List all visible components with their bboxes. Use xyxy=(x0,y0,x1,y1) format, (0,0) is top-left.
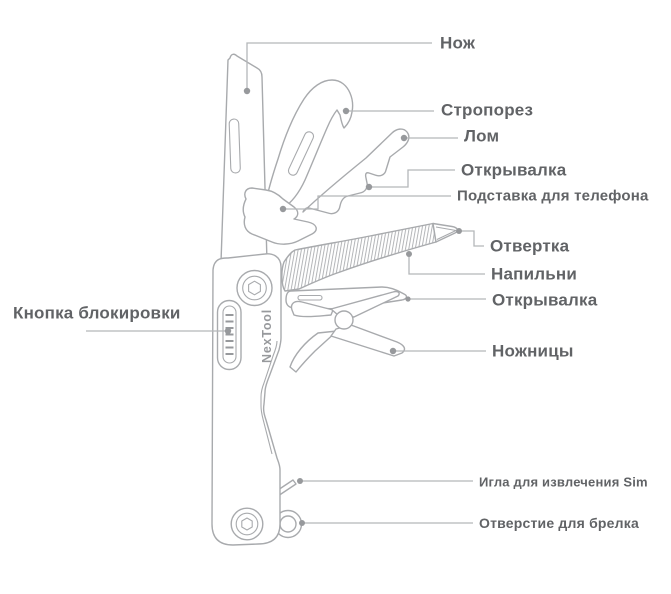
label-screwdriver: Отвертка xyxy=(490,236,570,256)
screwdriver-tip xyxy=(432,222,459,243)
phone-stand-tool xyxy=(242,187,317,245)
lock-button xyxy=(216,299,242,371)
label-sim-needle: Игла для извлечения Sim xyxy=(479,474,648,490)
file-tool xyxy=(281,222,459,292)
label-lock-button: Кнопка блокировки xyxy=(13,303,181,323)
label-scissors: Ножницы xyxy=(492,341,574,361)
handle-body: NexTool xyxy=(211,253,282,546)
keyring-hole xyxy=(273,509,303,539)
label-keychain-hole: Отверстие для брелка xyxy=(479,515,639,531)
label-strap-cutter: Стропорез xyxy=(441,100,534,120)
brand-logo: NexTool xyxy=(260,309,274,363)
strap-cutter-tool xyxy=(265,79,354,212)
leader-lines xyxy=(86,42,486,526)
label-opener-bottom: Открывалка xyxy=(492,290,598,310)
scissors-tool xyxy=(289,290,406,373)
torx-screw-bottom xyxy=(230,507,264,541)
label-crowbar: Лом xyxy=(464,126,500,146)
label-file: Напильни xyxy=(491,264,578,284)
label-knife: Нож xyxy=(440,33,476,53)
torx-screw-top xyxy=(236,269,273,307)
label-phone-stand: Подставка для телефона xyxy=(457,187,649,205)
label-opener-top: Открывалка xyxy=(461,160,567,180)
crowbar-tool xyxy=(302,128,410,215)
